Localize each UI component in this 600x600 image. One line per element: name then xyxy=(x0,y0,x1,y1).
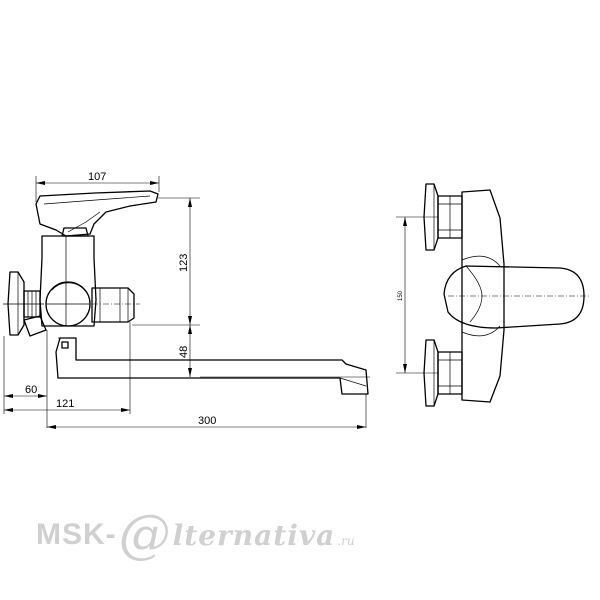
dimension-label-inner-offset: 121 xyxy=(56,398,74,410)
side-view: 150 xyxy=(396,183,590,407)
dimension-150: 150 xyxy=(396,216,438,374)
spout xyxy=(55,337,369,395)
mixer-body xyxy=(39,227,97,327)
dimension-horizontal: 60 121 300 xyxy=(3,322,367,429)
dimension-label-height-lower: 48 xyxy=(178,346,190,358)
dimension-107: 107 xyxy=(35,171,160,202)
coupling xyxy=(45,281,140,327)
dimension-vertical: 123 48 xyxy=(132,197,370,378)
dimension-label-wall-offset: 60 xyxy=(25,384,37,396)
dimension-label-spout-length: 300 xyxy=(198,415,216,427)
side-lever xyxy=(443,265,590,329)
dimension-label-height-upper: 123 xyxy=(178,254,190,272)
dimension-label-side-spacing: 150 xyxy=(398,290,404,301)
dimension-label-top-width: 107 xyxy=(88,171,106,183)
front-view: 107 123 48 60 12 xyxy=(3,171,370,429)
wall-flange xyxy=(3,271,47,337)
lever-handle xyxy=(35,190,159,237)
